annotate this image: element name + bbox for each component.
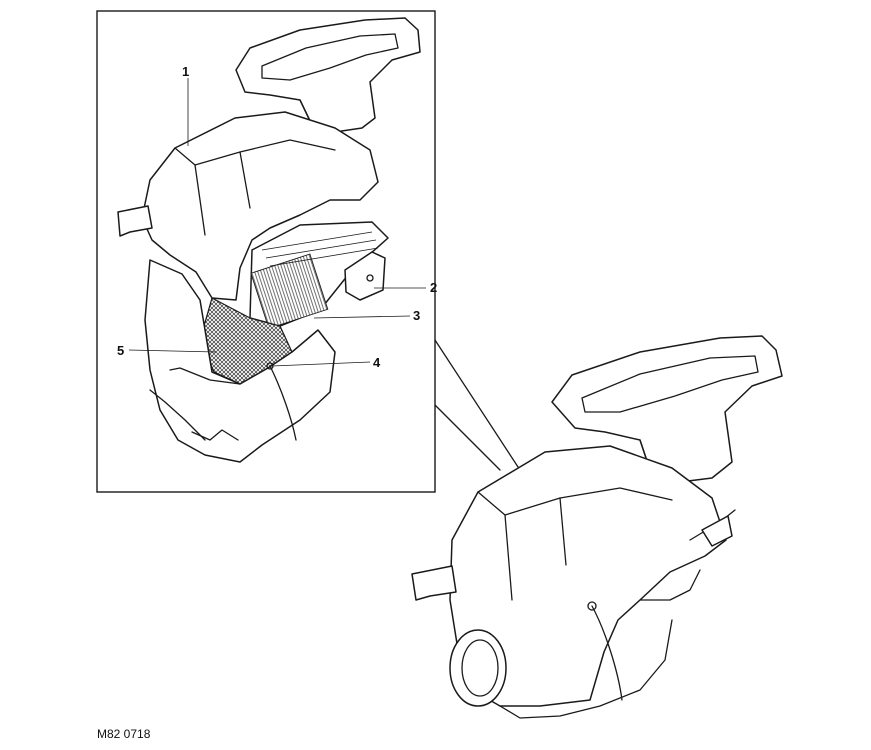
main-heater-unit bbox=[411, 335, 783, 719]
callout-leaders bbox=[128, 78, 426, 367]
evaporator-fins bbox=[250, 253, 329, 329]
callout-1: 1 bbox=[182, 64, 189, 79]
callout-4: 4 bbox=[373, 355, 381, 370]
inset-heater-unit bbox=[117, 17, 421, 463]
callout-3: 3 bbox=[413, 308, 420, 323]
callout-2: 2 bbox=[430, 280, 437, 295]
inset-leader-lines bbox=[434, 339, 521, 471]
callout-5: 5 bbox=[117, 343, 124, 358]
inset-frame bbox=[96, 10, 436, 493]
drawing-number: M82 0718 bbox=[97, 727, 151, 741]
